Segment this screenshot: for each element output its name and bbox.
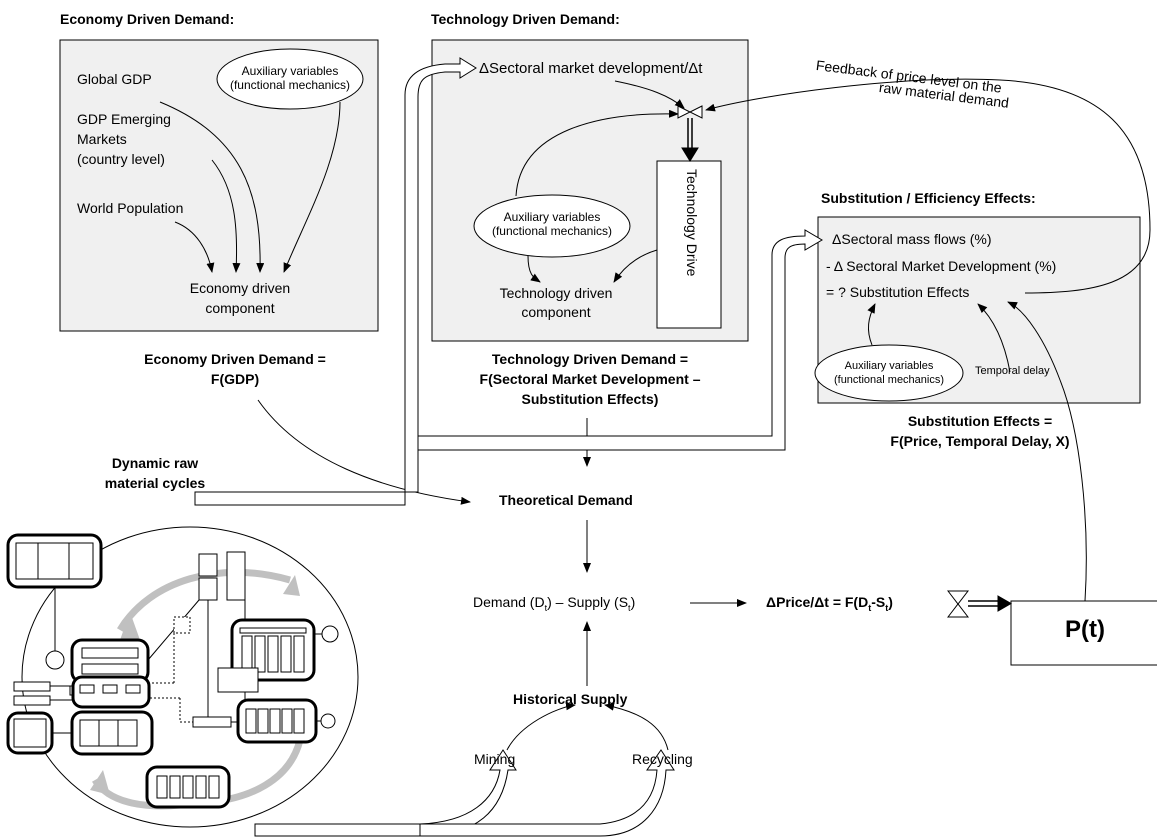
temporal-delay-label: Temporal delay (975, 365, 1050, 377)
technology-aux-ellipse (473, 194, 631, 258)
pipe-arrows (194, 57, 823, 837)
economy-arrows (159, 101, 341, 273)
technology-aux-line2: (functional mechanics) (491, 224, 613, 238)
gdp-emerging-line3: (country level) (77, 151, 165, 167)
material-cycle-schematic (6, 526, 359, 828)
cycles-label-line1: Dynamic raw (111, 455, 199, 471)
historical-supply-label: Historical Supply (513, 691, 628, 707)
technology-drive-label: Technology Drive (684, 169, 700, 277)
technology-aux-line1: Auxiliary variables (503, 210, 601, 224)
technology-component-line2: component (521, 304, 591, 320)
global-gdp-label: Global GDP (77, 71, 152, 87)
price-stock-box (1010, 600, 1157, 666)
economy-component-line2: component (205, 300, 275, 316)
technology-component-line1: Technology driven (499, 285, 613, 301)
economy-to-theoretical-arrow (257, 399, 471, 505)
world-population-label: World Population (77, 200, 184, 216)
economy-formula-line1: Economy Driven Demand = (144, 351, 326, 367)
substitution-arrows (867, 301, 1087, 602)
price-valve (946, 590, 970, 618)
substitution-line1: ΔSectoral mass flows (%) (832, 231, 992, 247)
substitution-line2: - Δ Sectoral Market Development (%) (826, 258, 1057, 274)
technology-formula-line3: Substitution Effects) (521, 391, 659, 407)
economy-component-line1: Economy driven (189, 280, 291, 296)
technology-heading: Technology Driven Demand: (431, 11, 620, 27)
technology-formula-line1: Technology Driven Demand = (491, 351, 689, 367)
gdp-emerging-line1: GDP Emerging (77, 111, 171, 127)
technology-drive-box (656, 160, 722, 329)
technology-valve (677, 105, 703, 119)
price-formula-label: ΔPrice/Δt = F(Dt-St) (766, 594, 893, 613)
technology-formula-line2: F(Sectoral Market Development – (479, 371, 701, 387)
mining-label: Mining (474, 751, 516, 767)
substitution-line3: = ? Substitution Effects (826, 284, 970, 300)
theoretical-demand-label: Theoretical Demand (499, 492, 633, 508)
substitution-aux-line1: Auxiliary variables (844, 360, 934, 372)
substitution-heading: Substitution / Efficiency Effects: (821, 190, 1036, 206)
economy-aux-ellipse (216, 48, 364, 110)
substitution-aux-line2: (functional mechanics) (833, 374, 945, 386)
economy-aux-line2: (functional mechanics) (229, 78, 351, 92)
substitution-formula-line1: Substitution Effects = (907, 413, 1053, 429)
economy-formula-line2: F(GDP) (210, 371, 260, 387)
substitution-aux-ellipse (814, 344, 964, 402)
technology-flow-arrow (681, 118, 699, 162)
economy-heading: Economy Driven Demand: (60, 11, 235, 27)
cycles-label-line2: material cycles (104, 475, 206, 491)
price-stock-label: P(t) (1065, 616, 1105, 643)
economy-aux-line1: Auxiliary variables (241, 64, 339, 78)
market-development-label: ΔSectoral market development/Δt (479, 60, 703, 77)
feedback-arrow (705, 78, 1151, 294)
substitution-formula-line2: F(Price, Temporal Delay, X) (890, 433, 1070, 449)
recycling-label: Recycling (632, 751, 693, 767)
price-flow-arrow (968, 595, 1013, 612)
supply-source-arrows (506, 702, 669, 751)
gdp-emerging-line2: Markets (77, 131, 127, 147)
technology-arrows (515, 80, 685, 283)
demand-supply-label: Demand (Dt) – Supply (St) (473, 594, 636, 613)
